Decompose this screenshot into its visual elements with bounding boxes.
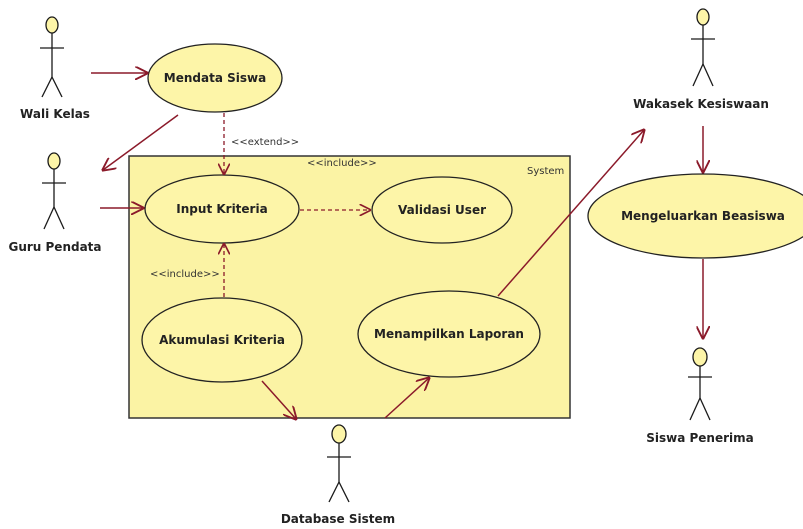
actor-database-sistem: [327, 424, 351, 503]
usecase-menampilkan-laporan-label: Menampilkan Laporan: [374, 327, 524, 341]
assoc-database-laporan: [384, 378, 429, 419]
actor-head: [696, 8, 710, 26]
actor-siswa-penerima: [688, 347, 712, 421]
actor-wali-kelas: [40, 16, 64, 98]
actor-head: [47, 152, 61, 170]
actor-guru-pendata-label: Guru Pendata: [8, 240, 101, 254]
actor-head: [331, 424, 347, 444]
actor-wali-kelas-label: Wali Kelas: [20, 107, 90, 121]
usecase-akumulasi-kriteria-label: Akumulasi Kriteria: [159, 333, 285, 347]
assoc-akumulasi-database: [261, 380, 296, 419]
extend-label: <<extend>>: [231, 137, 299, 148]
usecase-mengeluarkan-beasiswa: [587, 173, 803, 259]
include-label-top: <<include>>: [307, 158, 377, 169]
usecase-menampilkan-laporan: [357, 290, 541, 378]
usecase-mengeluarkan-beasiswa-label: Mengeluarkan Beasiswa: [621, 209, 785, 223]
actor-wakasek-kesiswaan: [691, 8, 715, 87]
usecase-validasi-user: [371, 176, 513, 244]
actor-database-sistem-label: Database Sistem: [281, 512, 395, 526]
usecase-validasi-user-label: Validasi User: [398, 203, 486, 217]
actor-guru-pendata: [42, 152, 66, 230]
usecase-input-kriteria-label: Input Kriteria: [176, 202, 267, 216]
include-label-left: <<include>>: [150, 269, 220, 280]
actor-head: [45, 16, 59, 34]
assoc-laporan-wakasek: [497, 130, 644, 297]
usecase-akumulasi-kriteria: [141, 297, 303, 383]
actor-head: [692, 347, 708, 367]
actor-siswa-penerima-label: Siswa Penerima: [646, 431, 754, 445]
assoc-mendata-guru: [103, 114, 179, 170]
system-label: System: [527, 166, 564, 177]
actor-wakasek-kesiswaan-label: Wakasek Kesiswaan: [633, 97, 769, 111]
usecase-mendata-siswa-label: Mendata Siswa: [164, 71, 266, 85]
